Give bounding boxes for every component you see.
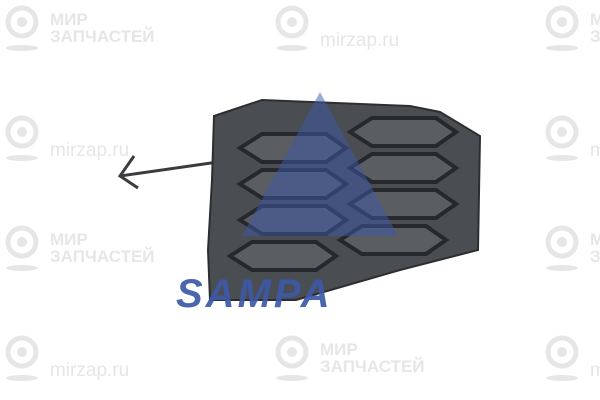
watermark-line2: ЗАПЧАСТЕЙ [50, 27, 155, 46]
map-pin-icon [5, 225, 39, 271]
watermark-site: mirzap.ru [50, 139, 130, 161]
watermark-site: mirzap.ru [50, 359, 130, 381]
watermark-line1: МИР [320, 340, 358, 359]
watermark-line1: МИР [590, 10, 600, 29]
watermark-line1: МИР [590, 230, 600, 249]
watermark: mirzap.ru [272, 4, 399, 52]
watermark: mirzap.ru [542, 334, 600, 382]
map-pin-icon [5, 335, 39, 381]
map-pin-icon [545, 335, 579, 381]
hook-wire [117, 155, 219, 190]
watermark-line2: ЗАПЧАСТЕЙ [590, 27, 600, 46]
map-pin-icon [545, 5, 579, 51]
map-pin-icon [5, 5, 39, 51]
watermark-line2: ЗАПЧАСТЕЙ [320, 357, 425, 376]
watermark-site: mirzap.ru [320, 29, 400, 51]
map-pin-icon [5, 115, 39, 161]
watermark: mirzap.ru [542, 114, 600, 162]
watermark-line2: ЗАПЧАСТЕЙ [50, 247, 155, 266]
watermark: mirzap.ru [2, 334, 129, 382]
logo-triangle [242, 92, 398, 236]
watermark-site: mirzap.ru [590, 359, 600, 381]
watermark-line2: ЗАПЧАСТЕЙ [590, 247, 600, 266]
watermark-line1: МИР [50, 10, 88, 29]
map-pin-icon [545, 115, 579, 161]
watermark-site: mirzap.ru [590, 139, 600, 161]
map-pin-icon [275, 335, 309, 381]
watermark: mirzap.ru [2, 114, 129, 162]
watermark-line1: МИР [50, 230, 88, 249]
map-pin-icon [545, 225, 579, 271]
map-pin-icon [275, 5, 309, 51]
sampa-logo: SAMPA [176, 272, 333, 316]
